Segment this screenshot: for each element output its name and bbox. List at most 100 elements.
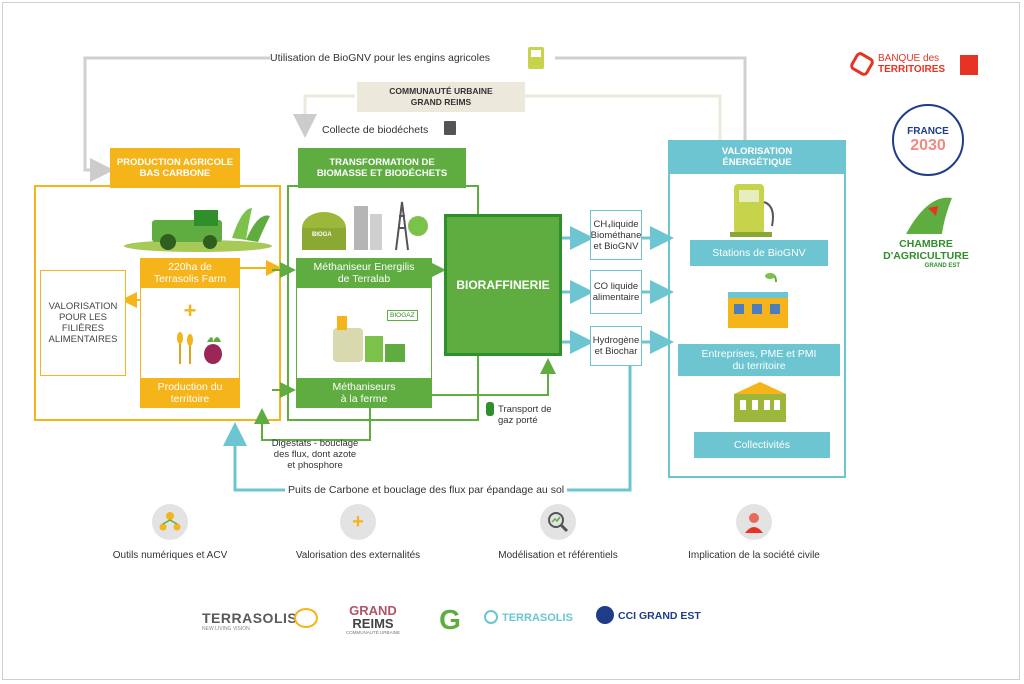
chambre-agriculture-emblem-icon: [906, 197, 952, 234]
p3-line1: Hydrogène: [592, 335, 640, 346]
transport-line1: Transport de: [498, 404, 552, 415]
france-line2: 2030: [910, 136, 946, 154]
chambre-agriculture-logo: CHAMBRE D'AGRICULTURE GRAND EST: [878, 238, 974, 270]
p1-line3: et BioGNV: [593, 240, 639, 252]
valorisation-filieres-box: VALORISATION POUR LES FILIÈRES ALIMENTAI…: [40, 270, 126, 376]
company-building-icon: [728, 273, 788, 328]
terrasolis-eye-icon: [294, 608, 318, 628]
transfo-header-line2: BIOMASSE ET BIODÉCHETS: [316, 168, 448, 179]
methanizer-plant-icon: [302, 201, 428, 251]
valorisation-header: VALORISATION ÉNERGÉTIQUE: [668, 140, 846, 174]
france-line1: FRANCE: [907, 125, 949, 137]
terrasolis2-logo: TERRASOLIS: [502, 612, 573, 624]
wheat-beet-icon: [177, 332, 222, 364]
g-logo: G: [439, 604, 461, 635]
transfo-header-line1: TRANSFORMATION DE: [329, 157, 435, 168]
valor-line4: ALIMENTAIRES: [48, 334, 118, 345]
reims-text: REIMS: [352, 616, 394, 631]
bioraffinerie-box: BIORAFFINERIE: [444, 214, 562, 356]
agri-header: PRODUCTION AGRICOLE BAS CARBONE: [110, 148, 240, 188]
bioga-tag: BIOGA: [312, 232, 332, 238]
terrasolis-logo: TERRASOLIS NEW LIVING VISION: [202, 610, 297, 632]
production-territoire-box: Production du territoire: [140, 378, 240, 408]
entreprises-line1: Entreprises, PME et PMI: [701, 348, 817, 360]
banque-territoires-logo: BANQUE des TERRITOIRES: [878, 53, 945, 75]
meth1-line2: de Terralab: [337, 273, 391, 285]
biogaz-tag: BIOGAZ: [387, 310, 418, 321]
bottom-item-label: Valorisation des externalités: [295, 550, 421, 561]
valorisation-header-line2: ÉNERGÉTIQUE: [722, 157, 792, 168]
caisse-depots-logo-icon: [960, 55, 978, 75]
collectivites-box: Collectivités: [694, 432, 830, 458]
terrasolis-sub: NEW LIVING VISION: [202, 626, 250, 632]
bottom-item-label: Modélisation et référentiels: [498, 550, 618, 561]
digestats-label: Digestats - bouclage des flux, dont azot…: [256, 438, 374, 471]
p3-line2: et Biochar: [594, 346, 638, 357]
cci-circle-icon: [596, 606, 614, 624]
grand-text: GRAND: [349, 603, 397, 618]
valor-line1: VALORISATION: [48, 301, 118, 312]
biogas-panel: BIOGAZ: [296, 288, 432, 378]
terrasolis-text: TERRASOLIS: [202, 610, 298, 626]
puits-carbone-label: Puits de Carbone et bouclage des flux pa…: [285, 484, 568, 496]
communaute-line1: COMMUNAUTÉ URBAINE: [389, 86, 493, 96]
prod-line1: Production du: [157, 381, 223, 393]
communaute-line2: GRAND REIMS: [410, 97, 472, 107]
entreprises-box: Entreprises, PME et PMI du territoire: [678, 344, 840, 376]
biogas-tank-icon: [333, 316, 405, 362]
trash-bin-icon: [444, 121, 456, 135]
digestats-line3: et phosphore: [287, 460, 343, 471]
transport-line2: gaz porté: [498, 415, 538, 426]
p1-line2: Biométhane: [590, 229, 642, 241]
grand-reims-sub: COMMUNAUTÉ URBAINE: [346, 630, 401, 635]
transfo-header: TRANSFORMATION DE BIOMASSE ET BIODÉCHETS: [298, 148, 466, 188]
stations-biognv-box: Stations de BioGNV: [690, 240, 828, 266]
banque-line1: BANQUE des: [878, 53, 940, 64]
prod-line2: territoire: [170, 393, 210, 405]
harvester-field-icon: [124, 208, 272, 252]
valor-line2: POUR LES: [58, 312, 108, 323]
chambre-line1: CHAMBRE: [899, 238, 953, 250]
people-network-icon: [152, 504, 188, 540]
grand-reims-logo: GRAND REIMS COMMUNAUTÉ URBAINE: [346, 604, 400, 635]
valorisation-header-line1: VALORISATION: [721, 146, 793, 157]
magnifier-chart-icon: [540, 504, 576, 540]
methaniseurs-ferme-box: Méthaniseurs à la ferme: [296, 378, 432, 408]
chambre-line3: GRAND EST: [924, 263, 960, 269]
bottom-item-label: Implication de la société civile: [688, 550, 820, 561]
farm-line2: Terrasolis Farm: [153, 273, 227, 285]
farm-box: 220ha de Terrasolis Farm: [140, 258, 240, 288]
meth2-line2: à la ferme: [340, 393, 388, 405]
town-hall-icon: [734, 382, 786, 422]
farm-line1: 220ha de: [168, 261, 212, 273]
digestats-line1: Digestats - bouclage: [271, 438, 359, 449]
transport-label: Transport de gaz porté: [498, 404, 552, 426]
meth2-line1: Méthaniseurs: [332, 381, 396, 393]
product-ch4: CH₄liquide Biométhane et BioGNV: [590, 210, 642, 260]
terrasolis2-circle-icon: [484, 610, 498, 624]
crops-panel: +: [140, 288, 240, 378]
gas-station-icon: [730, 184, 774, 237]
methaniseur-energilis-box: Méthaniseur Energilis de Terralab: [296, 258, 432, 288]
gas-bottle-icon: [486, 402, 494, 416]
communaute-urbaine-box: COMMUNAUTÉ URBAINE GRAND REIMS: [357, 82, 525, 112]
fuel-pump-icon: [528, 47, 544, 69]
meth1-line1: Méthaniseur Energilis: [313, 261, 415, 273]
entreprises-line2: du territoire: [732, 360, 786, 372]
p2-line2: alimentaire: [592, 292, 640, 303]
collecte-label: Collecte de biodéchets: [322, 124, 429, 136]
banque-line2: TERRITOIRES: [878, 64, 946, 75]
agri-header-line1: PRODUCTION AGRICOLE: [116, 157, 234, 168]
product-co: CO liquide alimentaire: [590, 270, 642, 314]
digestats-line2: des flux, dont azote: [273, 449, 357, 460]
plus-sign: +: [183, 298, 197, 323]
france-2030-logo: FRANCE 2030: [892, 104, 964, 176]
cci-logo: CCI GRAND EST: [618, 610, 701, 622]
product-hydrogen: Hydrogène et Biochar: [590, 326, 642, 366]
valor-line3: FILIÈRES: [61, 323, 105, 334]
agri-header-line2: BAS CARBONE: [139, 168, 211, 179]
p1-line1: CH₄liquide: [593, 218, 639, 230]
plus-icon: +: [340, 504, 376, 540]
